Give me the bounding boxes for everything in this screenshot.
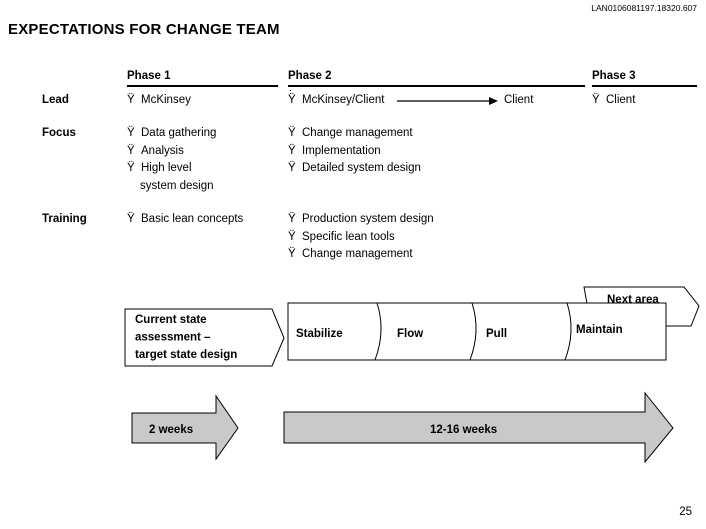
list-item: Ÿ High level — [127, 160, 216, 178]
bullet-icon: Ÿ — [127, 94, 135, 106]
bullet-icon: Ÿ — [288, 127, 296, 139]
next-area-label: Next area — [607, 294, 659, 306]
column-header-phase-1: Phase 1 — [127, 70, 278, 87]
list-item: Ÿ Basic lean concepts — [127, 211, 243, 229]
list-item: Ÿ Implementation — [288, 143, 421, 161]
flow-segment-stabilize: Stabilize — [296, 328, 343, 340]
bullet-text: Analysis — [141, 144, 184, 157]
stray-period-mark: . — [289, 83, 292, 94]
bullet-icon: Ÿ — [127, 162, 135, 174]
bullet-icon: Ÿ — [288, 144, 296, 157]
list-item: Ÿ Specific lean tools — [288, 229, 434, 247]
bullet-text: Production system design — [302, 213, 434, 225]
bullet-text: Data gathering — [141, 127, 217, 139]
duration-arrow-12-16-weeks — [283, 391, 674, 464]
bullet-icon: Ÿ — [127, 127, 135, 139]
row-label-training: Training — [42, 213, 87, 225]
current-state-line-3: target state design — [135, 349, 237, 361]
lead-phase2-item: Ÿ McKinsey/Client — [288, 92, 384, 110]
duration-label-2-weeks: 2 weeks — [149, 424, 193, 436]
handoff-arrow — [397, 97, 498, 105]
lead-phase1-item: Ÿ McKinsey — [127, 92, 191, 110]
focus-phase1-list: Ÿ Data gathering Ÿ Analysis Ÿ High level sy… — [127, 125, 216, 195]
bullet-icon: Ÿ — [288, 213, 296, 225]
bullet-icon: Ÿ — [288, 94, 296, 106]
lead-phase3-text: Client — [606, 94, 636, 106]
lead-phase2-to-text: Client — [504, 94, 534, 106]
list-item: Ÿ Data gathering — [127, 125, 216, 143]
training-phase2-list: Ÿ Production system design Ÿ Specific lean… — [288, 211, 434, 264]
bullet-text: Basic lean concepts — [141, 213, 244, 225]
row-label-focus: Focus — [42, 127, 76, 139]
segment-divider — [564, 302, 572, 361]
lead-phase1-text: McKinsey — [141, 94, 191, 106]
flow-segment-flow: Flow — [397, 328, 423, 340]
bullet-icon: Ÿ — [288, 248, 296, 260]
flow-band — [287, 302, 667, 361]
list-item: Ÿ Change management — [288, 246, 434, 264]
segment-divider — [469, 302, 477, 361]
current-state-line-1: Current state — [135, 314, 207, 326]
bullet-icon: Ÿ — [127, 144, 135, 157]
bullet-text: Detailed system design — [302, 162, 421, 174]
bullet-text: system design — [140, 179, 214, 192]
duration-label-12-16-weeks: 12-16 weeks — [430, 424, 497, 436]
document-id: LAN0106081197.18320.607 — [591, 3, 697, 13]
bullet-icon: Ÿ — [288, 162, 296, 174]
column-header-phase-2: Phase 2 — [288, 70, 585, 87]
training-phase1-list: Ÿ Basic lean concepts — [127, 211, 243, 229]
bullet-icon: Ÿ — [592, 94, 600, 106]
bullet-text: High level — [141, 162, 192, 174]
list-item-continuation: system design — [127, 178, 216, 196]
column-header-phase-3: Phase 3 — [592, 70, 697, 87]
list-item: Ÿ Analysis — [127, 143, 216, 161]
next-area-banner — [583, 286, 700, 327]
lead-phase2-from-text: McKinsey/Client — [302, 94, 385, 106]
page-number: 25 — [679, 506, 692, 518]
page-title: EXPECTATIONS FOR CHANGE TEAM — [8, 21, 280, 38]
bullet-text: Change management — [302, 248, 413, 260]
bullet-icon: Ÿ — [127, 213, 135, 225]
bullet-text: Change management — [302, 127, 413, 139]
bullet-icon: Ÿ — [288, 230, 296, 243]
duration-arrow-2-weeks — [131, 394, 239, 461]
lead-phase3-item: Ÿ Client — [592, 92, 635, 110]
list-item: Ÿ Production system design — [288, 211, 434, 229]
flow-segment-pull: Pull — [486, 328, 507, 340]
list-item: Ÿ Detailed system design — [288, 160, 421, 178]
arrowhead-icon — [489, 97, 498, 105]
bullet-text: Specific lean tools — [302, 230, 395, 243]
row-label-lead: Lead — [42, 94, 69, 106]
focus-phase2-list: Ÿ Change management Ÿ Implementation Ÿ Deta… — [288, 125, 421, 178]
current-state-box — [124, 308, 285, 367]
segment-divider — [374, 302, 382, 361]
bullet-text: Implementation — [302, 144, 381, 157]
current-state-line-2: assessment – — [135, 332, 211, 344]
list-item: Ÿ Change management — [288, 125, 421, 143]
flow-segment-maintain: Maintain — [576, 324, 623, 336]
